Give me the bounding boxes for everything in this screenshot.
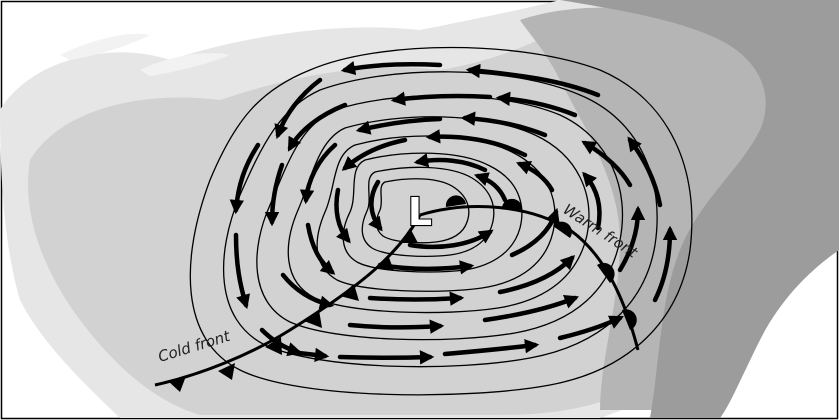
wind-arrow: [370, 298, 460, 300]
low-pressure-label: L: [408, 190, 432, 234]
wind-arrow: [340, 357, 430, 358]
wind-arrow: [350, 325, 440, 327]
